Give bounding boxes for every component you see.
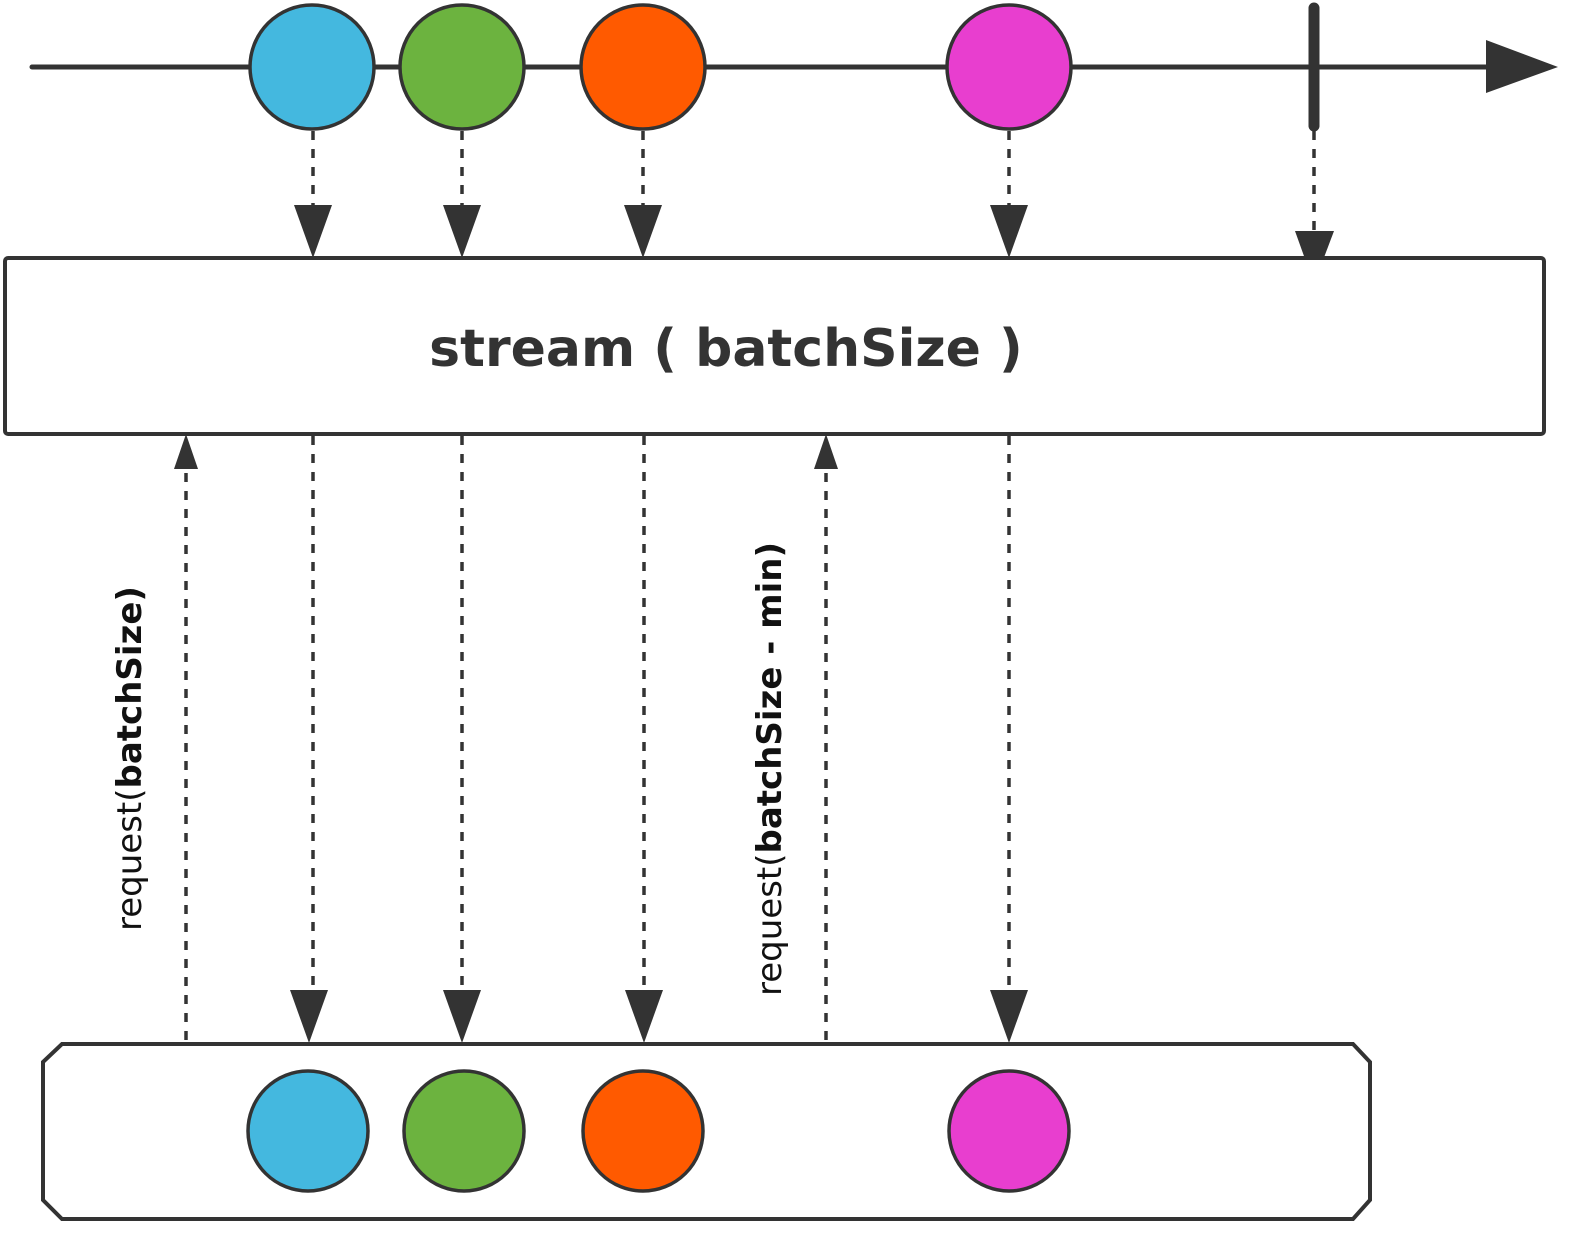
request-arrowhead <box>174 434 198 469</box>
output-marbles <box>246 1069 1071 1193</box>
source-marble-magenta <box>945 3 1073 131</box>
request-label-1-prefix: request( <box>110 788 150 931</box>
output-marble-green <box>402 1069 526 1193</box>
timeline-arrow-icon <box>1486 40 1558 93</box>
operator-label: stream ( batchSize ) <box>429 319 1023 379</box>
request-arrows <box>174 434 838 1040</box>
input-arrowhead <box>294 205 332 258</box>
output-box-shape <box>41 1042 1372 1221</box>
input-arrowhead <box>624 205 662 258</box>
request-label-2-arg: batchSize - min) <box>750 542 790 854</box>
output-arrowhead <box>290 990 328 1043</box>
source-marble-blue <box>248 3 376 131</box>
source-marble-green <box>398 3 526 131</box>
operator-box: stream ( batchSize ) <box>3 256 1546 436</box>
request-label-2-prefix: request( <box>750 853 790 996</box>
operator-box-rect <box>3 256 1546 436</box>
output-marble-blue <box>246 1069 370 1193</box>
output-marble-orange <box>581 1069 705 1193</box>
output-marble-magenta <box>947 1069 1071 1193</box>
input-arrowhead <box>990 205 1028 258</box>
input-arrowhead <box>443 205 481 258</box>
source-marble-orange <box>579 3 707 131</box>
output-arrowhead <box>990 990 1028 1043</box>
request-arrowhead <box>814 434 838 469</box>
output-arrowhead <box>625 990 663 1043</box>
request-label-2: request(batchSize - min) <box>750 542 790 996</box>
output-arrowhead <box>443 990 481 1043</box>
source-marbles <box>248 3 1073 131</box>
request-label-1: request(batchSize) <box>110 586 150 931</box>
output-arrows <box>290 436 1028 1043</box>
request-label-1-arg: batchSize) <box>110 586 150 788</box>
output-box <box>41 1042 1372 1221</box>
